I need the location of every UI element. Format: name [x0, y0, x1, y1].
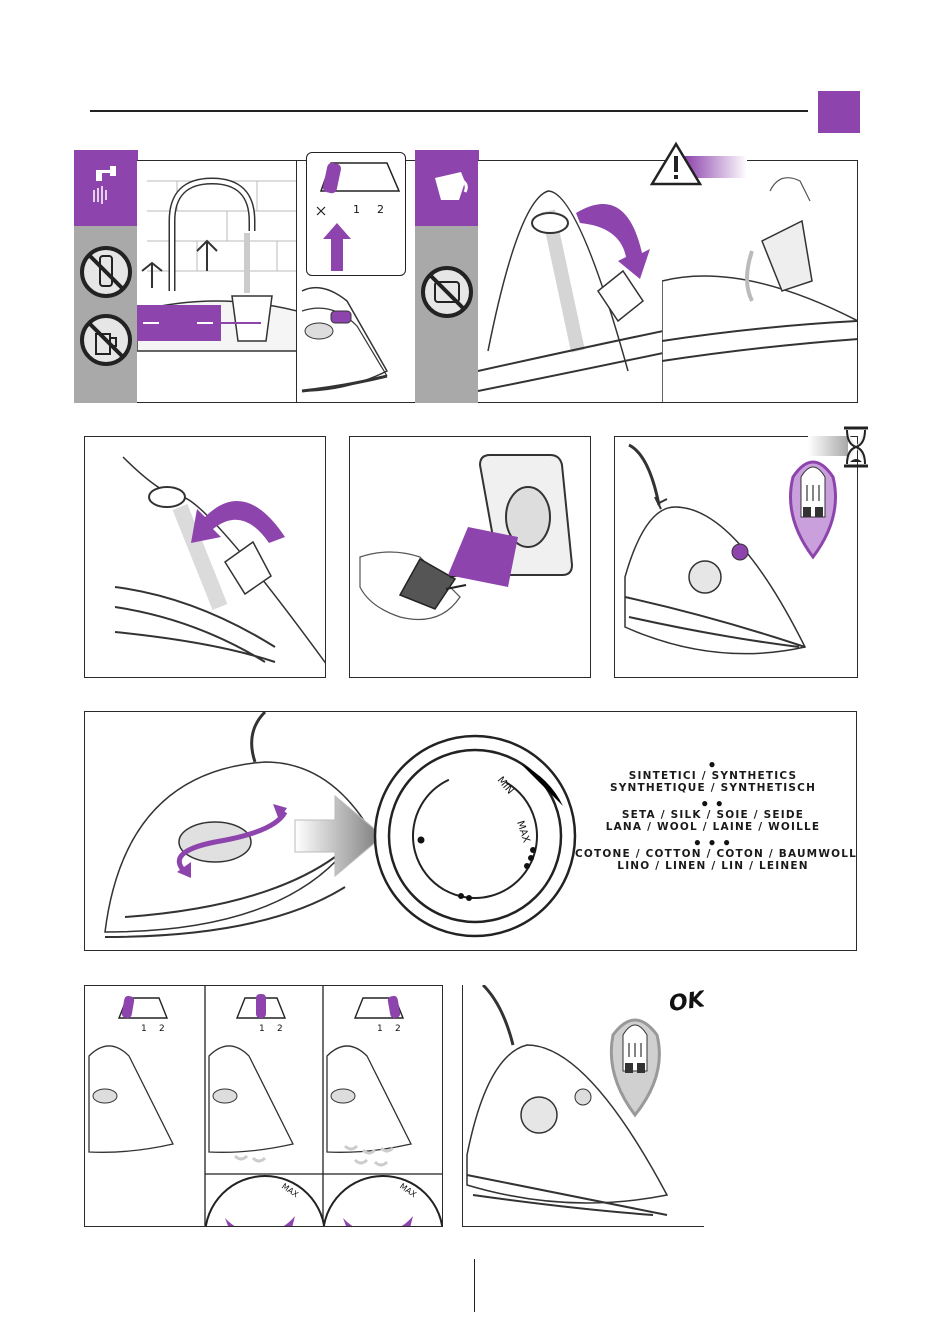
panel-close-cap	[84, 436, 326, 678]
legend-synthetics-line2: SYNTHETIQUE / SYNTHETISCH	[585, 782, 841, 794]
header-rule	[90, 110, 808, 112]
warning-triangle-icon	[648, 140, 704, 188]
legend-silk-line2: LANA / WOOL / LAINE / WOILLE	[585, 821, 841, 833]
steam-selector-callout: 1 2	[306, 152, 406, 276]
close-water-cap-illustration	[85, 437, 326, 678]
panel-ready: OK!	[462, 985, 704, 1227]
selector-pos-1: 1	[353, 203, 360, 216]
legend-cotton-line1: COTONE / COTTON / COTON / BAUMWOLLE	[575, 848, 851, 860]
legend-cotton-line2: LINO / LINEN / LIN / LEINEN	[585, 860, 841, 872]
tap-water-tile	[74, 150, 138, 226]
panel-heating	[614, 436, 858, 678]
ready-ok-label: OK!	[667, 986, 704, 1017]
panel-fill-jug	[137, 160, 297, 403]
open-water-cap-illustration	[478, 161, 663, 403]
steam-settings-illustration	[85, 986, 443, 1227]
panel-pour-water	[662, 160, 858, 403]
hourglass-icon	[838, 424, 874, 470]
sel-b-pos-1: 1	[259, 1024, 265, 1034]
sel-c-pos-2: 2	[395, 1024, 401, 1034]
pour-water-illustration	[662, 161, 858, 403]
panel-plug-in	[349, 436, 591, 678]
legend-three-dots: ● ● ●	[585, 836, 841, 848]
sel-a-pos-1: 1	[141, 1024, 147, 1034]
sel-b-pos-2: 2	[277, 1024, 283, 1034]
dial-max-label: MAX	[514, 820, 531, 845]
sel-c-pos-1: 1	[377, 1024, 383, 1034]
no-additives-icon	[78, 312, 134, 368]
dial-min-label: MIN	[495, 775, 516, 797]
heating-iron-illustration	[615, 437, 858, 678]
panel-steam-settings: 1 2 1 2 1 2 MAX MAX	[84, 985, 443, 1227]
no-fill-while-plugged-icon	[419, 264, 475, 320]
panel-temperature: MIN MAX ● SINTETICI / SYNTHETICS SYNTHET…	[84, 711, 857, 951]
tap-icon	[74, 150, 138, 226]
jug-tile	[415, 150, 479, 226]
no-distilled-water-icon	[78, 244, 134, 300]
legend-silk-line1: SETA / SILK / SOIE / SEIDE	[585, 809, 841, 821]
footer-divider	[474, 1259, 475, 1312]
selector-pos-2: 2	[377, 203, 384, 216]
plug-socket-illustration	[350, 437, 591, 678]
sel-a-pos-2: 2	[159, 1024, 165, 1034]
tap-filling-illustration	[137, 161, 297, 403]
panel-open-cap	[478, 160, 663, 403]
legend-synthetics-line1: SINTETICI / SYNTHETICS	[585, 770, 841, 782]
section-accent-square	[818, 91, 860, 133]
ready-iron-illustration	[463, 985, 704, 1227]
legend-one-dot: ●	[585, 758, 841, 770]
jug-icon	[415, 150, 479, 226]
legend-two-dots: ● ●	[585, 797, 841, 809]
